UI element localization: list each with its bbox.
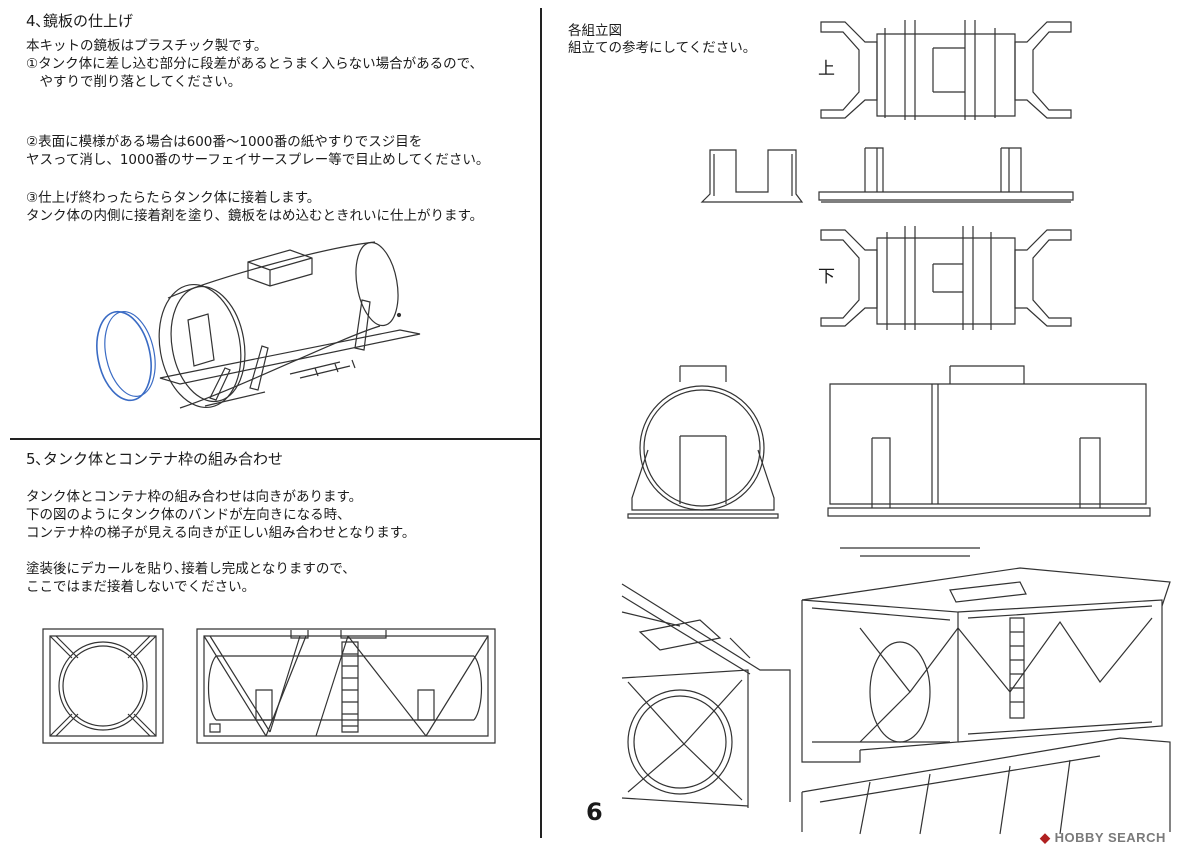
tank-side-assembly: [828, 362, 1150, 522]
section5-line-2: 下の図のようにタンク体のバンドが左向きになる時、: [26, 507, 351, 523]
section4-line-6: ③仕上げ終わったらたらタンク体に接着します。: [26, 190, 321, 206]
frame-bottom-view: [815, 222, 1077, 332]
container-isometric: [800, 542, 1180, 834]
section4-heading: 4､鏡板の仕上げ: [26, 12, 134, 30]
watermark-logo-icon: ◆: [1040, 830, 1051, 845]
container-end-view: [42, 628, 166, 746]
page-number: 6: [586, 798, 603, 826]
section5-heading: 5､タンク体とコンテナ枠の組み合わせ: [26, 450, 284, 468]
tank-end-assembly: [626, 362, 780, 522]
watermark-brand: HOBBY SEARCH: [1054, 830, 1166, 845]
section4-line-1: 本キットの鏡板はプラスチック製です。: [26, 38, 268, 54]
u-part-view: [700, 146, 804, 204]
watermark: ◆ HOBBY SEARCH: [1040, 830, 1166, 846]
label-bottom: 下: [818, 267, 835, 287]
label-top: 上: [818, 59, 835, 79]
section5-line-4: 塗装後にデカールを貼り､接着し完成となりますので、: [26, 561, 356, 577]
section4-line-2: ①タンク体に差し込む部分に段差があるとうまく入らない場合があるので、: [26, 56, 484, 72]
section4-line-4: ②表面に模様がある場合は600番～1000番の紙やすりでスジ目を: [26, 134, 423, 150]
section5-line-1: タンク体とコンテナ枠の組み合わせは向きがあります。: [26, 489, 363, 505]
frame-top-view: [815, 14, 1077, 124]
container-isometric-left: [620, 578, 800, 834]
tank-body-illustration: [90, 228, 440, 413]
section4-line-3: やすりで削り落としてください。: [26, 74, 242, 90]
frame-side-strip: [815, 144, 1077, 206]
assembly-heading: 各組立図: [568, 23, 622, 39]
center-divider: [540, 8, 542, 838]
assembly-subtext: 組立ての参考にしてください。: [568, 40, 757, 56]
section5-line-3: コンテナ枠の梯子が見える向きが正しい組み合わせとなります。: [26, 525, 416, 541]
container-side-view: [196, 628, 498, 746]
section4-line-5: ヤスって消し、1000番のサーフェイサースプレー等で目止めしてください。: [26, 152, 490, 168]
section5-line-5: ここではまだ接着しないでください。: [26, 579, 256, 595]
section-divider: [10, 438, 540, 440]
section4-line-7: タンク体の内側に接着剤を塗り、鏡板をはめ込むときれいに仕上がります。: [26, 208, 484, 224]
